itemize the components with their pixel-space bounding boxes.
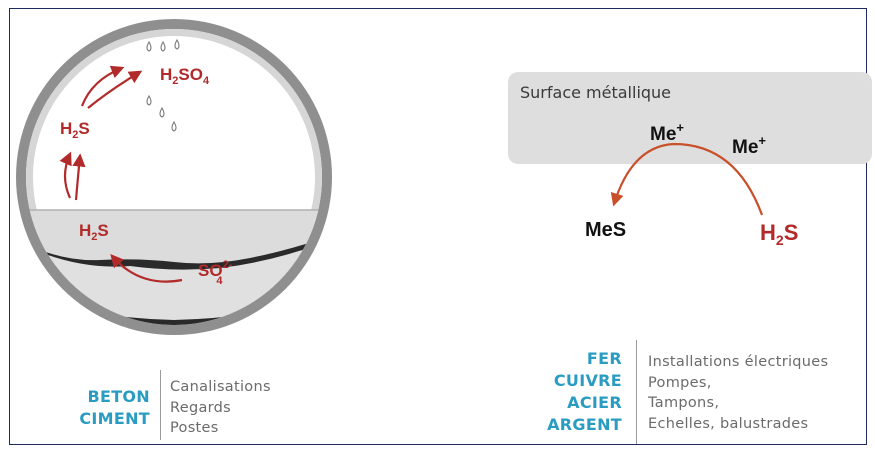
material-item: ACIER [567,393,622,412]
label-me-left: Me+ [650,120,684,145]
use-item: Canalisations [170,379,271,395]
left-uses: Canalisations Regards Postes [170,377,271,439]
material-item: CUIVRE [553,371,622,390]
surface-label: Surface métallique [520,83,671,102]
use-item: Pompes, [648,374,712,391]
label-h2s-top: H2S [60,119,90,141]
use-item: Tampons, [648,395,720,411]
arrow-rise-a [59,151,72,199]
metal-surface-panel [508,72,872,164]
arrow-h2s-to-h2so4 [80,65,125,107]
figure-frame [9,8,867,445]
condensation-droplets [146,38,180,132]
material-item: ARGENT [547,415,622,434]
right-legend-divider [636,340,637,444]
use-item: Postes [170,420,219,436]
label-so4: SO2-4 [198,259,233,287]
arrow-rise-b [72,153,86,201]
label-mes: MeS [585,219,626,241]
label-h2so4: H2SO4 [160,65,210,87]
arrow-h2s-to-h2so4-b [87,70,143,109]
arrow-so4-to-h2s [110,254,183,283]
left-materials: BETON CIMENT [70,386,150,430]
use-item: Regards [170,399,231,416]
material-item: FER [586,349,622,368]
use-item: Echelles, balustrades [648,415,809,432]
label-h2s-right: H2S [760,220,798,248]
reaction-arc-arrow [610,142,764,216]
left-legend-divider [160,370,161,440]
material-item: CIMENT [79,409,150,428]
use-item: Installations électriques [648,354,829,370]
label-h2s-bottom: H2S [79,221,109,243]
right-materials: FER CUIVRE ACIER ARGENT [530,348,622,436]
right-uses: Installations électriques Pompes, Tampon… [648,352,828,434]
label-me-right: Me+ [732,133,766,158]
material-item: BETON [87,387,150,406]
